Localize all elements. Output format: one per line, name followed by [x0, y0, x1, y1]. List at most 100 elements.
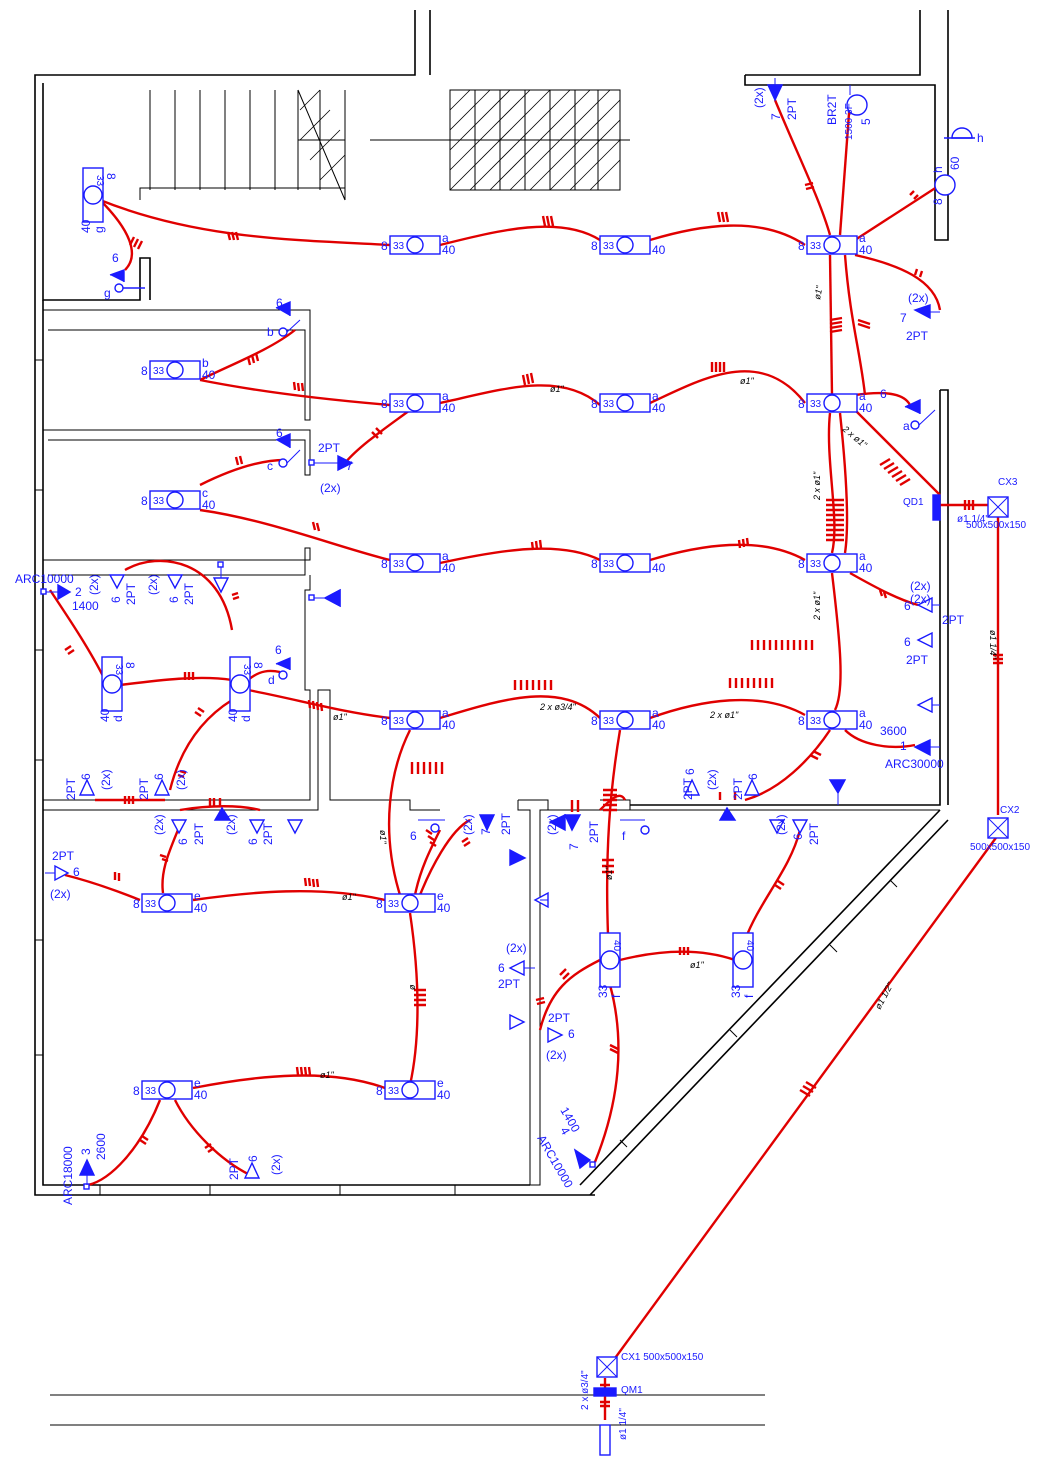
- conduit-size-label: ø1": [333, 712, 348, 722]
- annotation-label: 6: [568, 1027, 575, 1041]
- conduit-size-label: ø1": [604, 865, 614, 880]
- light-label: 33: [393, 241, 405, 252]
- light-label: 8: [104, 173, 118, 180]
- light-label: 8: [591, 397, 598, 411]
- annotation-label: 2PT: [52, 849, 75, 863]
- outlet-symbol: [478, 814, 496, 832]
- light-label: 40: [652, 401, 666, 415]
- light-label: 33: [153, 496, 165, 507]
- annotation-label: 6: [410, 829, 417, 843]
- distribution-board-qd1: [932, 494, 941, 521]
- annotation-label: 6: [791, 833, 805, 840]
- conduit-size-label: 2 x ø1": [709, 710, 739, 720]
- annotation-label: 2 x ø3/4": [580, 1370, 591, 1410]
- annotation-label: 500x500x150: [966, 520, 1026, 531]
- circuit-label: a: [859, 549, 866, 563]
- outlet-symbol: [308, 454, 354, 472]
- light-label: 33: [393, 399, 405, 410]
- light-label: 8: [591, 714, 598, 728]
- light-label: 33: [810, 716, 822, 727]
- service-entry: [599, 1424, 611, 1456]
- annotation-label: 2PT: [785, 97, 799, 120]
- light-label: 40: [859, 561, 873, 575]
- light-label: 8: [381, 557, 388, 571]
- light-label: 8: [141, 364, 148, 378]
- light-label: 33: [153, 366, 165, 377]
- annotation-label: 6: [176, 838, 190, 845]
- annotation-label: CX2: [1000, 805, 1020, 816]
- light-label: 40: [859, 243, 873, 257]
- annotation-label: 6: [276, 426, 283, 440]
- circuit-label: a: [859, 389, 866, 403]
- light-label: 40: [442, 561, 456, 575]
- outlet-symbol: [286, 819, 304, 835]
- conduit-size-label: 2 x ø1": [812, 471, 822, 501]
- circuit-label: a: [652, 706, 659, 720]
- outlet-symbol: [40, 583, 72, 601]
- annotation-label: (2x): [908, 291, 929, 305]
- circuit-label: e: [437, 1076, 444, 1090]
- annotation-label: QD1: [903, 497, 924, 508]
- annotation-label: ARC10000: [15, 572, 74, 586]
- annotation-label: (2x): [461, 814, 475, 835]
- light-label: 33: [241, 664, 252, 676]
- outlet-symbol: [548, 813, 566, 832]
- outlet-symbol: [248, 819, 266, 835]
- annotation-label: 7: [567, 843, 581, 850]
- light-label: 40: [194, 1088, 208, 1102]
- light-label: 8: [376, 1084, 383, 1098]
- staircase: [139, 89, 630, 201]
- annotation-label: 6: [498, 961, 505, 975]
- annotation-label: (2x): [774, 814, 788, 835]
- light-label: 40: [194, 901, 208, 915]
- annotation-label: CX1 500x500x150: [621, 1352, 704, 1363]
- annotation-label: 6: [683, 768, 697, 775]
- circuit-label: b: [202, 356, 209, 370]
- annotation-label: 2PT: [64, 777, 78, 800]
- light-label: 40: [442, 718, 456, 732]
- light-label: 8: [591, 239, 598, 253]
- annotation-label: (2x): [320, 481, 341, 495]
- light-label: 40: [226, 708, 240, 722]
- outlet-symbol: [766, 78, 784, 102]
- annotation-label: 2PT: [137, 777, 151, 800]
- circuit-label: f: [742, 994, 756, 998]
- light-label: 8: [591, 557, 598, 571]
- light-label: 8: [123, 662, 137, 669]
- light-label: 40: [442, 243, 456, 257]
- light-label: 8: [381, 397, 388, 411]
- outlet-symbol: [170, 819, 188, 835]
- light-label: 40: [202, 368, 216, 382]
- annotation-label: CX3: [998, 477, 1018, 488]
- outlet-symbol: [683, 778, 701, 796]
- light-label: 40: [652, 243, 666, 257]
- annotation-label: 2PT: [942, 613, 965, 627]
- outlet-symbol: [108, 574, 126, 590]
- light-label: 40: [442, 401, 456, 415]
- annotation-label: 7: [900, 311, 907, 325]
- light-label: 33: [603, 559, 615, 570]
- annotation-label: 2PT: [124, 582, 138, 605]
- annotation-label: (2x): [269, 1154, 283, 1175]
- outlet-symbol: [508, 959, 535, 977]
- annotation-label: 6: [904, 599, 911, 613]
- light-label: 8: [376, 897, 383, 911]
- circuit-label: g: [92, 226, 106, 233]
- annotation-label: ARC10000: [534, 1133, 576, 1191]
- conduit-size-label: ø1": [320, 1070, 335, 1080]
- annotation-label: 2PT: [498, 977, 521, 991]
- conduit-size-label: 2 x ø3/4": [539, 702, 577, 712]
- annotation-label: h: [977, 131, 984, 145]
- circuit-label: c: [202, 486, 208, 500]
- annotation-label: ARC30000: [885, 757, 944, 771]
- junction-box-cx2: [987, 817, 1009, 839]
- light-label: 33: [388, 899, 400, 910]
